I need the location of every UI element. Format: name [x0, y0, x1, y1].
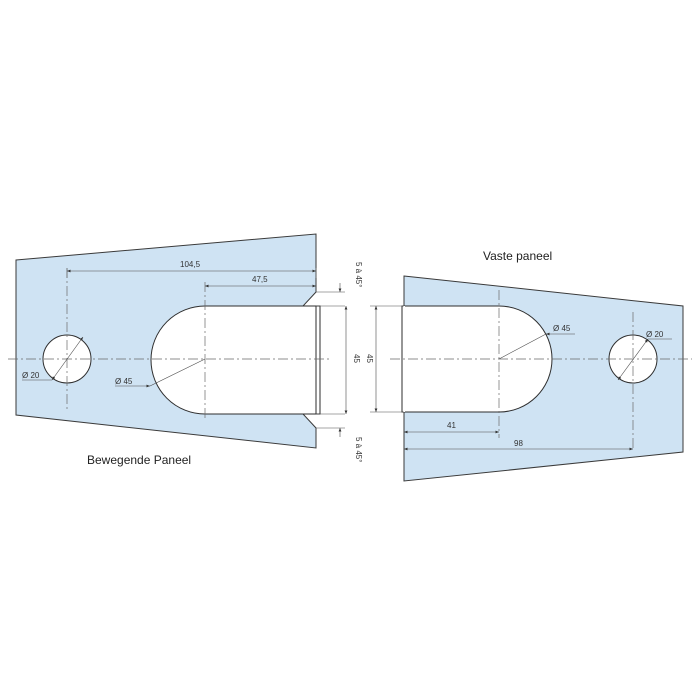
fixed-panel: 45 41 98 Ø 45 Ø 20 Vaste paneel	[365, 249, 692, 482]
dim-left-bevel-top: 5 à 45°	[354, 262, 363, 287]
dim-left-hole: Ø 20	[22, 371, 40, 380]
dim-right-height: 45	[365, 354, 374, 363]
dim-left-height: 45	[352, 354, 361, 363]
fixed-panel-label: Vaste paneel	[483, 249, 552, 263]
dim-right-radius: Ø 45	[553, 324, 571, 333]
moving-panel-label: Bewegende Paneel	[87, 453, 191, 467]
dim-left-bevel-bottom: 5 à 45°	[354, 437, 363, 462]
dim-right-overall: 98	[514, 439, 523, 448]
dim-right-hole: Ø 20	[646, 330, 664, 339]
dim-left-overall: 104,5	[180, 260, 201, 269]
moving-panel: 5 à 45° 5 à 45° 45 104,5 47,5 Ø 20 Ø 45 …	[8, 233, 363, 467]
dim-left-cutout: 47,5	[252, 275, 268, 284]
moving-panel-cutout	[150, 305, 321, 415]
dim-right-cutout: 41	[447, 421, 456, 430]
dim-left-radius: Ø 45	[115, 377, 133, 386]
